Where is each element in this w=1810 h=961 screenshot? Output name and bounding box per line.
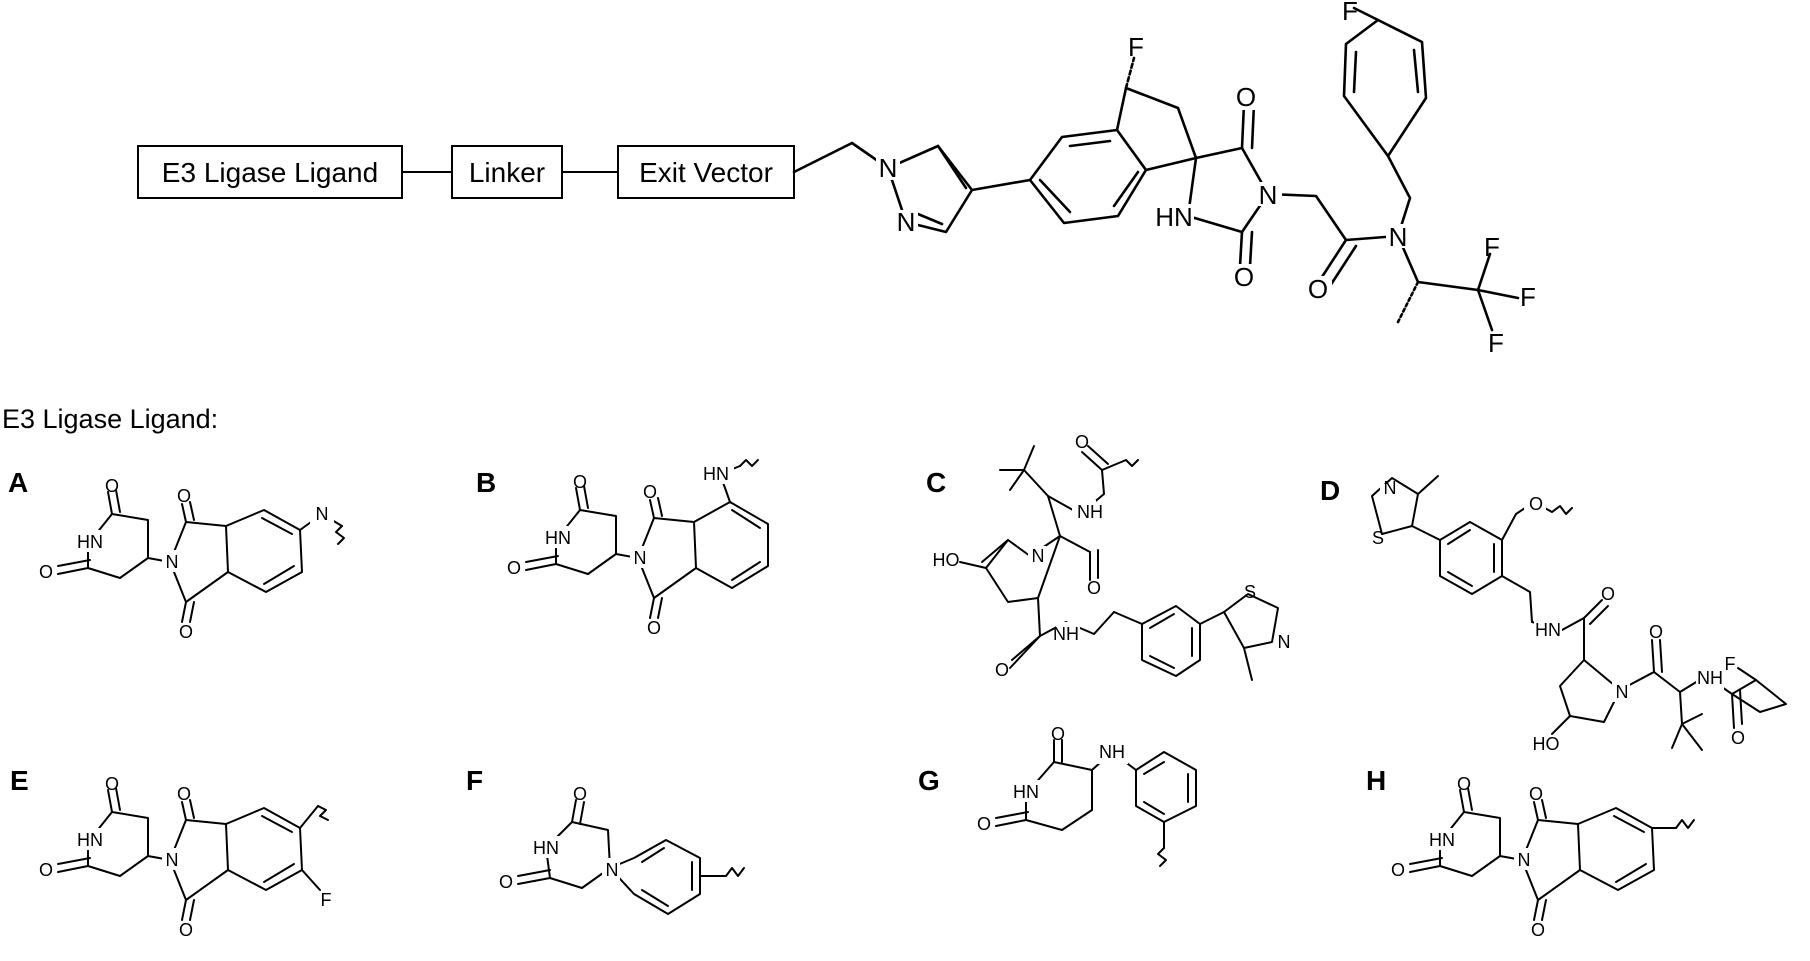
svg-text:O: O [1531,920,1545,940]
svg-text:N: N [1278,632,1291,652]
svg-text:O: O [105,774,119,794]
svg-text:HO: HO [933,550,960,570]
svg-text:N: N [606,860,619,880]
svg-text:N: N [897,207,916,237]
svg-text:O: O [179,920,193,940]
svg-text:O: O [573,472,587,492]
svg-text:N: N [634,548,647,568]
svg-text:HN: HN [77,532,103,552]
svg-text:S: S [1244,582,1256,602]
target-binder-molecule: N N F O N HN O O N F F F F [792,0,1536,358]
svg-text:S: S [1372,528,1384,548]
svg-text:O: O [1529,494,1543,514]
linker-box [451,145,563,199]
panel-e: E HN O O N O O F [10,765,332,940]
svg-text:O: O [1075,432,1089,452]
svg-text:O: O [39,562,53,582]
svg-text:HN: HN [703,464,729,484]
svg-text:O: O [643,482,657,502]
svg-text:O: O [105,476,119,496]
svg-text:O: O [39,860,53,880]
svg-text:F: F [1725,654,1736,674]
panel-label: C [926,467,946,498]
svg-text:O: O [507,558,521,578]
svg-text:HN: HN [1535,620,1561,640]
svg-text:NH: NH [1053,624,1079,644]
svg-text:O: O [177,784,191,804]
exit-vector-label: Exit Vector [639,157,773,188]
svg-text:O: O [177,486,191,506]
svg-text:N: N [1518,850,1531,870]
svg-text:F: F [1342,0,1358,26]
svg-text:N: N [316,504,329,524]
general-structure-scheme: E3 Ligase Ligand Linker Exit Vector [137,145,795,199]
svg-text:O: O [179,622,193,642]
svg-text:O: O [1731,728,1745,748]
svg-text:HO: HO [1533,734,1560,754]
panel-label: B [476,467,496,498]
svg-text:HN: HN [533,838,559,858]
svg-text:N: N [1259,180,1278,210]
svg-text:O: O [499,872,513,892]
svg-text:N: N [879,153,898,183]
panel-b: B HN O O N O O HN [476,459,769,638]
panel-label: E [10,765,29,796]
svg-text:NH: NH [1697,668,1723,688]
svg-text:HN: HN [77,830,103,850]
panel-label: G [918,765,940,796]
svg-text:F: F [1520,282,1536,312]
panel-c: C NH O N O HO O NH S [926,432,1291,681]
svg-text:HN: HN [1429,830,1455,850]
svg-text:O: O [1236,82,1256,112]
e3-ligase-ligand-label: E3 Ligase Ligand [162,157,378,188]
panel-f: F HN O O N [466,765,745,915]
svg-text:O: O [1391,860,1405,880]
svg-text:F: F [1484,232,1500,262]
svg-text:O: O [1649,622,1663,642]
svg-text:O: O [1234,262,1254,292]
svg-text:O: O [647,618,661,638]
svg-text:O: O [1529,784,1543,804]
panel-a: A HN O O N O O N [8,467,345,642]
svg-text:N: N [166,552,179,572]
panel-label: A [8,467,28,498]
svg-text:O: O [1601,584,1615,604]
panel-label: D [1320,475,1340,506]
exit-vector-box [617,145,795,199]
svg-text:O: O [573,784,587,804]
e3-ligase-ligand-box [137,145,403,199]
svg-text:O: O [1051,724,1065,744]
svg-text:NH: NH [1077,502,1103,522]
svg-text:HN: HN [1013,782,1039,802]
svg-text:HN: HN [545,528,571,548]
svg-text:F: F [1128,32,1144,62]
panel-label: F [466,765,483,796]
svg-text:O: O [995,660,1009,680]
svg-text:HN: HN [1155,202,1193,232]
svg-text:N: N [1032,546,1045,566]
svg-text:O: O [977,814,991,834]
panel-g: G HN O O NH [918,724,1197,867]
linker-label: Linker [469,157,545,188]
panel-label: H [1366,765,1386,796]
section-heading: E3 Ligase Ligand: [2,404,218,434]
panel-h: H HN O O N O O [1366,765,1695,940]
svg-text:N: N [1616,682,1629,702]
svg-text:O: O [1457,774,1471,794]
panel-d: D N S O HN O N O H [1320,475,1787,754]
svg-text:F: F [1488,328,1504,358]
svg-text:N: N [1384,478,1397,498]
svg-text:O: O [1087,578,1101,598]
svg-text:N: N [1389,222,1408,252]
svg-text:NH: NH [1099,742,1125,762]
svg-text:N: N [166,850,179,870]
svg-text:O: O [1308,274,1328,304]
svg-text:F: F [321,890,332,910]
